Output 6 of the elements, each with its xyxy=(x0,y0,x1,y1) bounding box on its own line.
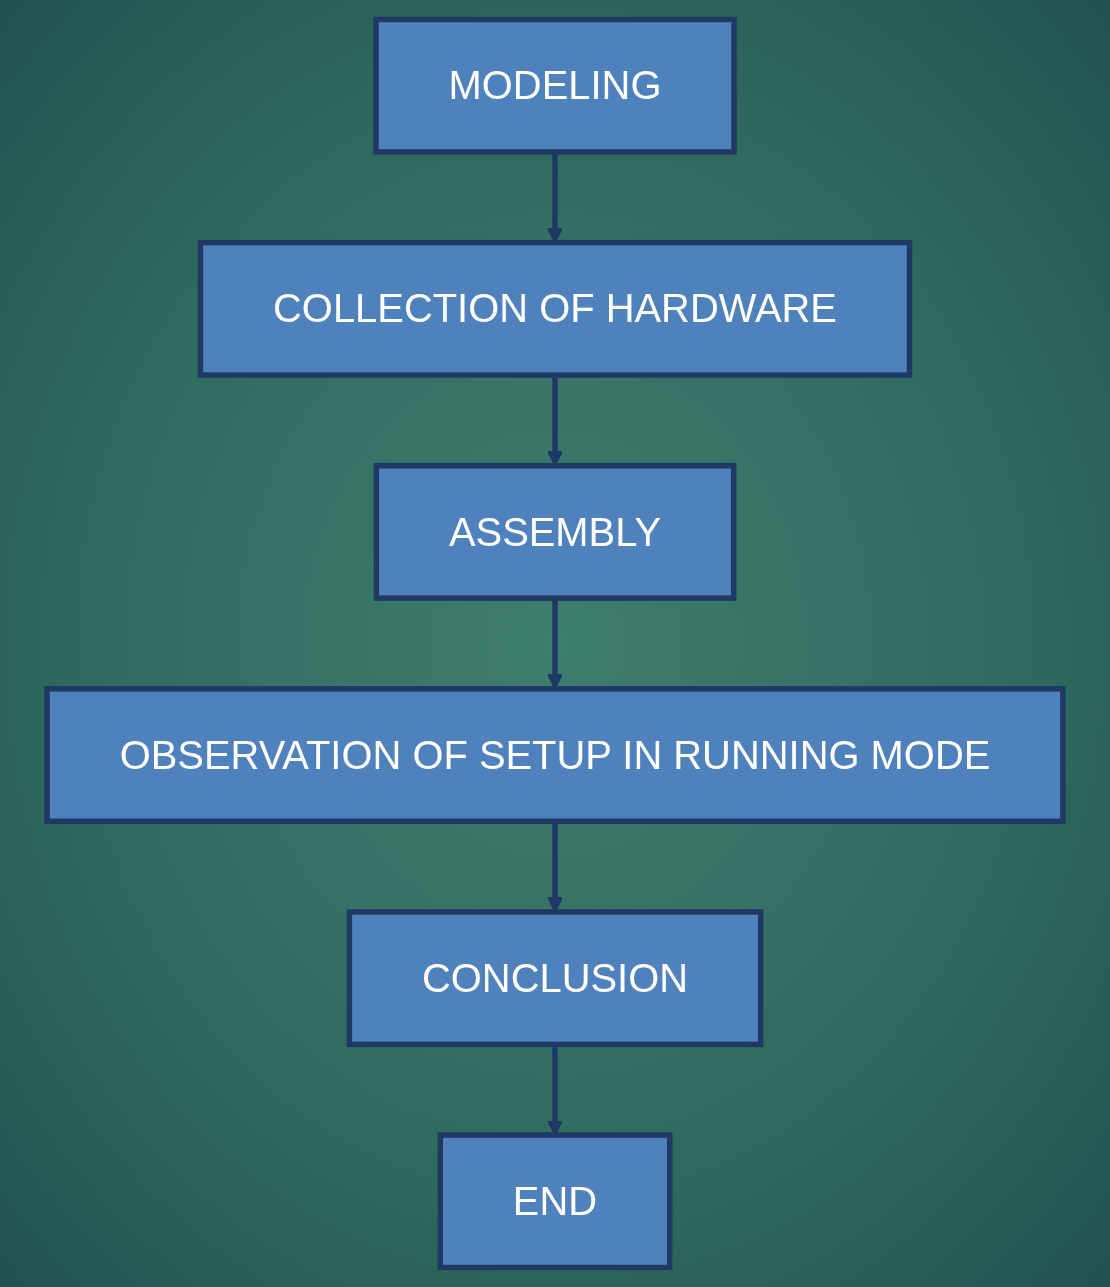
node-label: CONCLUSION xyxy=(421,955,689,1001)
node-label: END xyxy=(512,1178,598,1224)
node-label: ASSEMBLY xyxy=(448,509,662,555)
node-label: COLLECTION OF HARDWARE xyxy=(273,286,837,332)
node-label: MODELING xyxy=(448,63,662,109)
node-label: OBSERVATION OF SETUP IN RUNNING MODE xyxy=(119,732,991,778)
